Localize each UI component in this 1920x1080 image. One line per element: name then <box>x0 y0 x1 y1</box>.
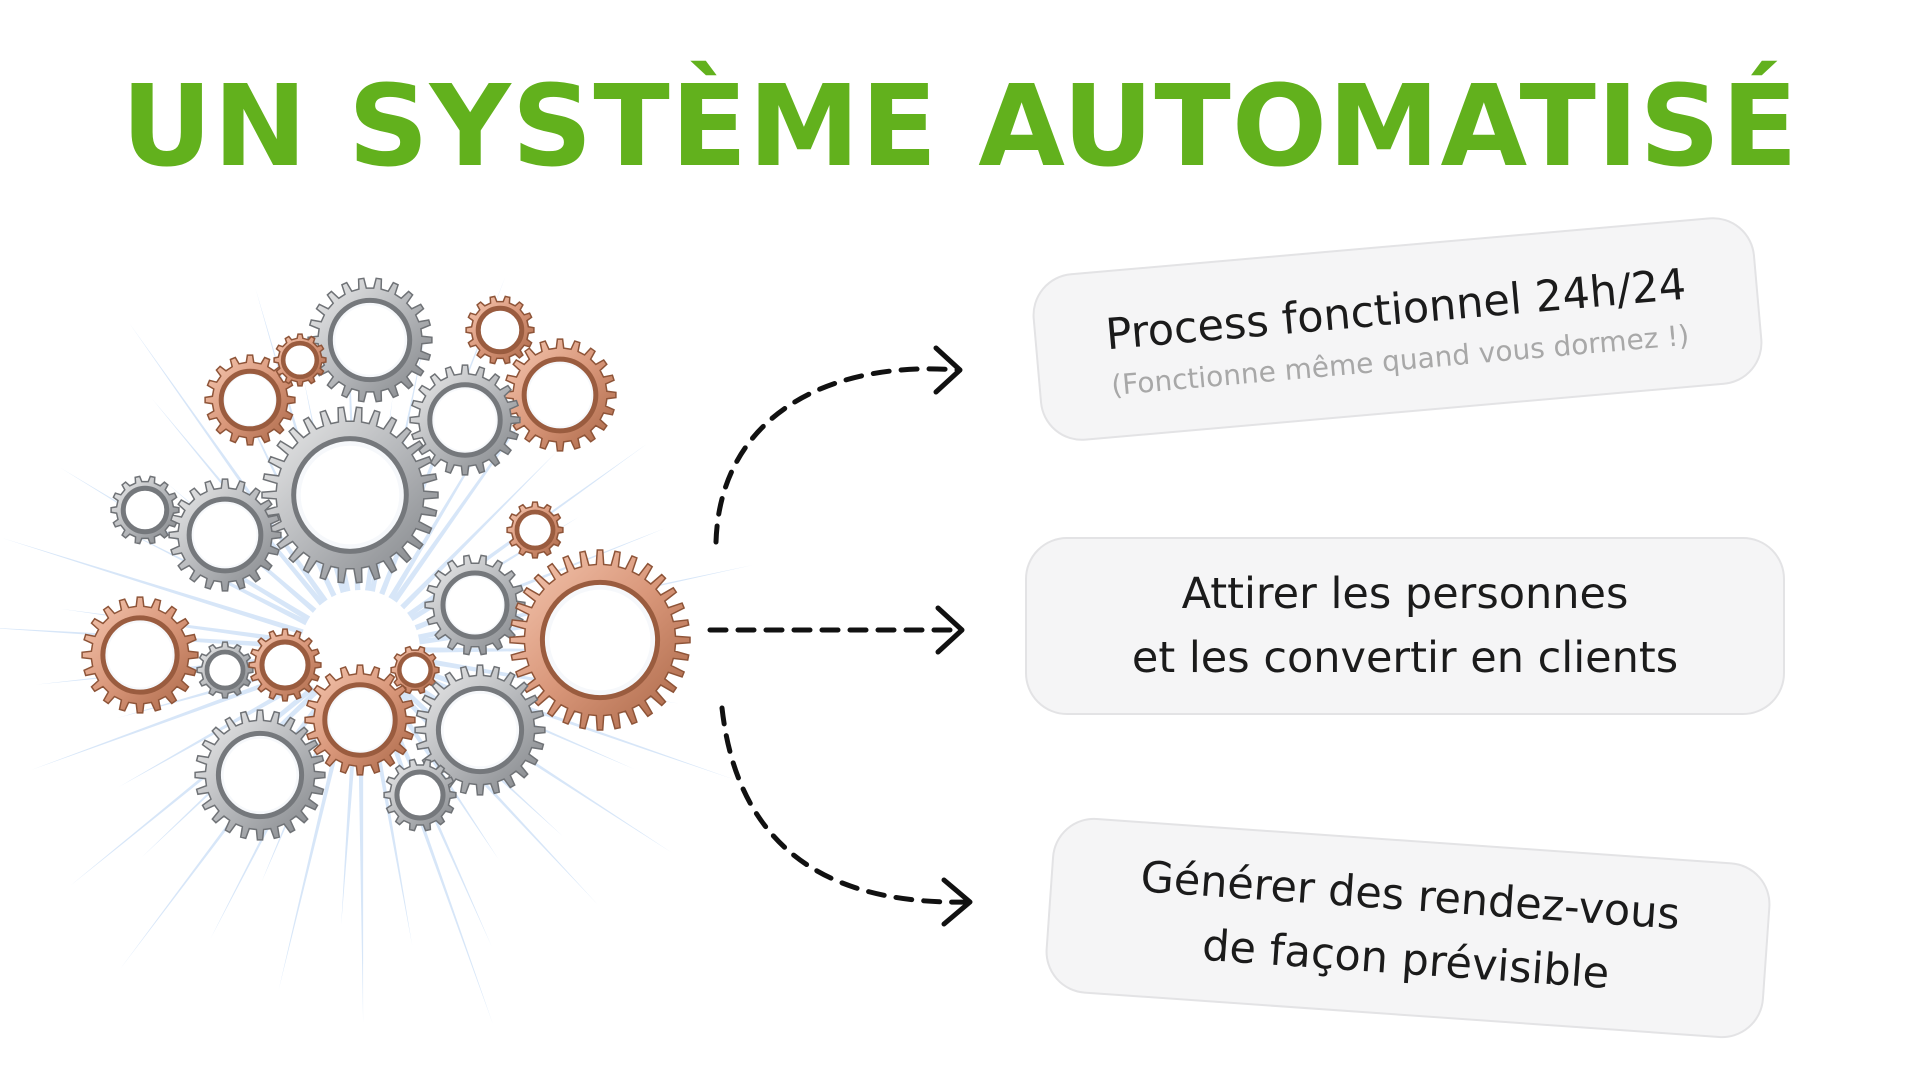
arrow-bottom-head <box>941 877 973 927</box>
gear-icon <box>383 758 457 832</box>
gear-icon <box>194 709 326 841</box>
benefit-card-24h: Process fonctionnel 24h/24 (Fonctionne m… <box>1029 213 1766 445</box>
gear-icon <box>110 475 180 545</box>
gear-icon <box>424 554 526 656</box>
gears-icon <box>0 276 753 1025</box>
gear-icon <box>204 354 296 446</box>
gear-icon <box>261 406 439 584</box>
gear-icon <box>168 478 282 592</box>
page-title: UN SYSTÈME AUTOMATISÉ <box>121 62 1799 192</box>
gear-icon <box>307 277 433 403</box>
benefit-card-appointments: Générer des rendez-vous de façon prévisi… <box>1042 815 1774 1041</box>
gear-icon <box>506 501 564 559</box>
gear-icon <box>81 596 199 714</box>
gear-icon <box>196 641 254 699</box>
arrow-top-head <box>933 345 963 395</box>
gear-icon <box>465 295 535 365</box>
gear-icon <box>409 364 521 476</box>
gear-icon <box>304 664 416 776</box>
gear-icon <box>414 664 546 796</box>
benefit-clients-line-1: Attirer les personnes <box>1181 569 1629 619</box>
gear-icon <box>509 549 691 731</box>
arrow-top <box>713 366 961 545</box>
gear-icon <box>390 645 440 695</box>
arrow-middle-head <box>935 605 965 655</box>
gear-icon <box>273 333 327 387</box>
arrow-bottom <box>719 705 971 905</box>
gear-icon <box>503 338 617 452</box>
benefit-clients-line-2: et les convertir en clients <box>1131 633 1679 683</box>
gear-icon <box>248 628 322 702</box>
arrows-group <box>707 345 973 927</box>
benefit-card-clients: Attirer les personnes et les convertir e… <box>1025 537 1785 715</box>
